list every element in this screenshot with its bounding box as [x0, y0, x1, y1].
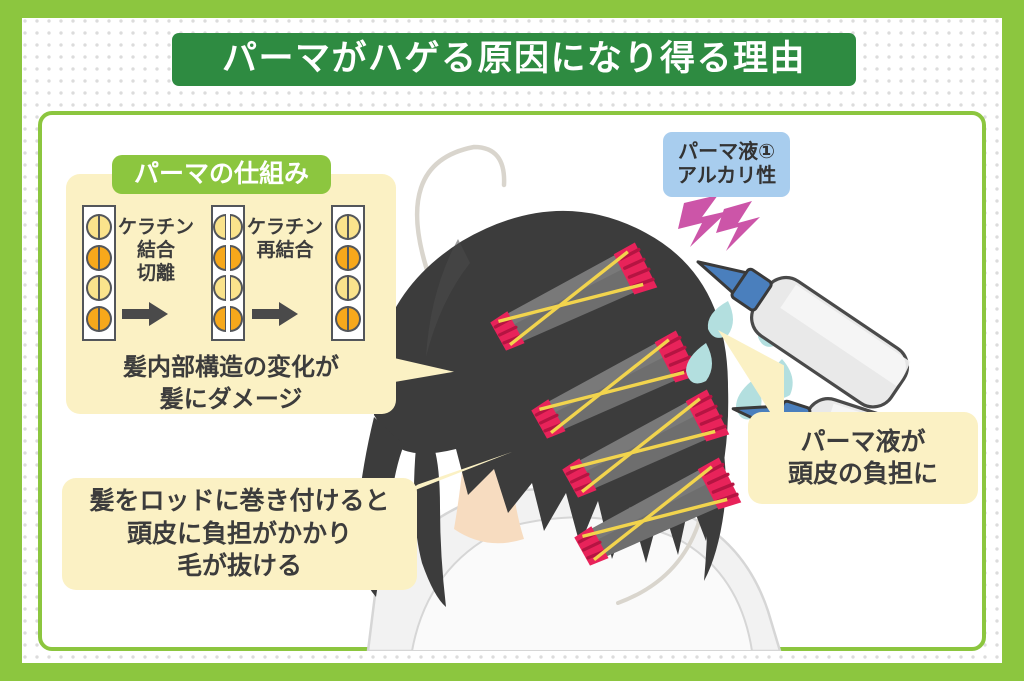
keratin-bead	[86, 305, 112, 332]
keratin-bead	[335, 305, 361, 332]
mechanism-caption: 髪内部構造の変化が 髪にダメージ	[66, 352, 396, 415]
keratin-step-2-line-1: ケラチン	[247, 216, 324, 238]
keratin-step-2-label: ケラチン 再結合	[247, 216, 323, 262]
rod-callout-line-3: 毛が抜ける	[176, 551, 302, 581]
keratin-bead	[213, 275, 243, 302]
page-title-banner: パーマがハゲる原因になり得る理由	[172, 33, 856, 86]
keratin-bead	[86, 275, 112, 302]
illustration-area	[38, 111, 986, 651]
rod-callout-text: 髪をロッドに巻き付けると 頭皮に負担がかかり 毛が抜ける	[89, 485, 389, 583]
mechanism-badge: パーマの仕組み	[112, 155, 332, 194]
perm-rod	[562, 389, 730, 498]
alkaline-badge-line-1: パーマ液①	[678, 139, 776, 163]
mechanism-badge-label: パーマの仕組み	[134, 159, 310, 188]
hair-strand-loop	[414, 144, 507, 282]
page-title: パーマがハゲる原因になり得る理由	[221, 39, 806, 79]
perm-rod	[490, 242, 658, 351]
mechanism-caption-line-2: 髪にダメージ	[159, 384, 303, 413]
keratin-bead	[213, 305, 243, 332]
hair-mass	[356, 210, 729, 607]
lotion-callout-line-2: 頭皮の負担に	[787, 459, 938, 488]
lotion-callout-line-1: パーマ液が	[800, 426, 926, 456]
perm-rod	[531, 330, 699, 439]
rod-callout-line-1: 髪をロッドに巻き付けると	[89, 486, 390, 516]
keratin-column-rebonded	[331, 205, 365, 341]
keratin-step-1-line-2: 結合	[137, 239, 176, 262]
rod-callout: 髪をロッドに巻き付けると 頭皮に負担がかかり 毛が抜ける	[62, 478, 417, 590]
lotion-callout-text: パーマ液が 頭皮の負担に	[788, 426, 938, 491]
keratin-bead	[86, 244, 112, 271]
keratin-bead	[335, 244, 361, 271]
right-arrow-icon	[122, 302, 168, 326]
keratin-bead	[213, 214, 243, 241]
keratin-step-1-label: ケラチン 結合 切離	[118, 216, 194, 286]
keratin-column-bonded	[82, 205, 116, 341]
perm-rod	[574, 457, 742, 566]
keratin-bead	[335, 214, 361, 241]
keratin-column-separated	[211, 205, 245, 341]
keratin-step-1-line-3: 切離	[137, 262, 176, 285]
mechanism-caption-line-1: 髪内部構造の変化が	[123, 353, 339, 381]
keratin-step-1-line-1: ケラチン	[118, 216, 195, 238]
alkaline-badge: パーマ液① アルカリ性	[663, 132, 791, 197]
rod-callout-line-2: 頭皮に負担がかかり	[126, 518, 352, 548]
keratin-bead	[86, 214, 112, 241]
right-arrow-icon	[252, 302, 298, 326]
perm-solution-bottle	[696, 260, 911, 409]
keratin-bead	[213, 244, 243, 271]
keratin-bead	[335, 275, 361, 302]
alkaline-badge-line-2: アルカリ性	[677, 163, 777, 188]
keratin-step-2-line-2: 再結合	[256, 239, 314, 262]
lotion-callout: パーマ液が 頭皮の負担に	[748, 412, 978, 504]
